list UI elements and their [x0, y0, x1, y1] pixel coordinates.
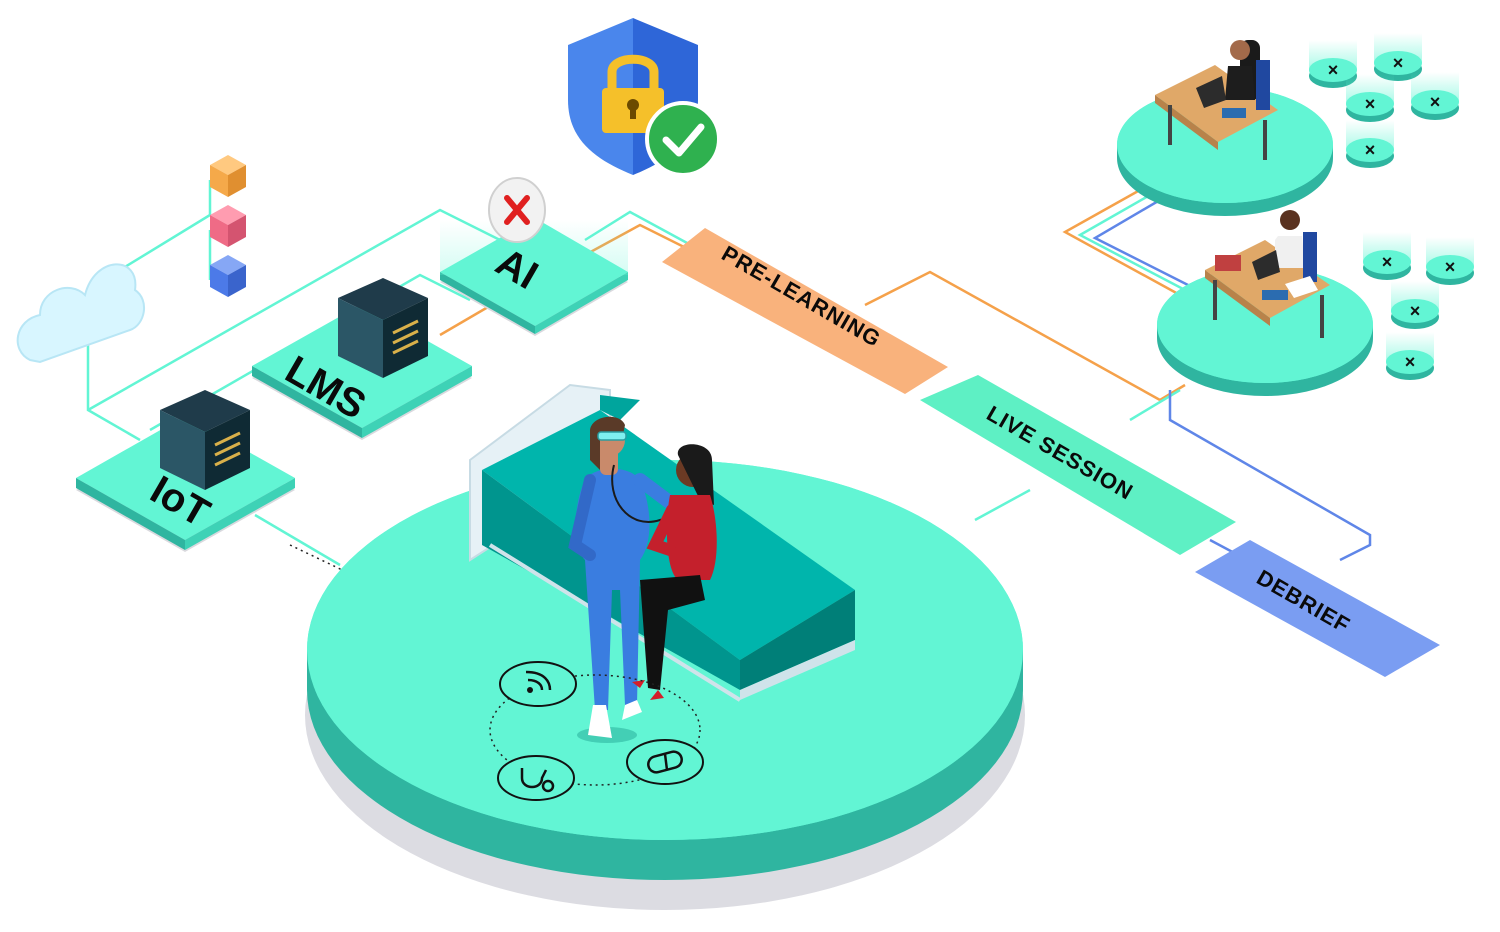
seat-marker-label: × — [1405, 352, 1416, 372]
live-session-label: LIVE SESSION — [983, 401, 1138, 505]
seat-markers: × × × × × × × × × — [1309, 33, 1474, 380]
seat-marker: × — [1374, 33, 1422, 81]
stage-pre-learning: PRE-LEARNING — [662, 228, 948, 394]
seat-marker-label: × — [1393, 53, 1404, 73]
stage-debrief: DEBRIEF — [1195, 540, 1440, 677]
seat-marker: × — [1346, 120, 1394, 168]
seat-marker: × — [1363, 232, 1411, 280]
seat-marker: × — [1426, 237, 1474, 285]
stage-live-session: LIVE SESSION — [920, 375, 1236, 555]
patient-figure — [632, 444, 717, 700]
seat-marker-label: × — [1365, 140, 1376, 160]
seat-marker-label: × — [1410, 301, 1421, 321]
nurse-figure — [568, 416, 692, 743]
server-icon — [160, 390, 250, 490]
seat-marker-label: × — [1382, 252, 1393, 272]
iot-platform: IoT — [76, 390, 295, 552]
seat-marker: × — [1309, 40, 1357, 88]
red-x-icon — [488, 177, 546, 243]
stethoscope-icon — [497, 755, 575, 801]
cloud-icon — [16, 263, 145, 364]
orange-cube-icon — [210, 155, 246, 197]
seat-marker-label: × — [1328, 60, 1339, 80]
data-cubes — [210, 155, 246, 297]
ai-platform: AI — [440, 218, 628, 336]
workstation-top — [1117, 40, 1333, 216]
orbit-ring — [489, 674, 701, 786]
seat-marker: × — [1346, 74, 1394, 122]
blue-cube-icon — [210, 255, 246, 297]
workstation-bottom — [1157, 210, 1373, 396]
server-icon — [338, 278, 428, 378]
pill-icon — [626, 739, 704, 785]
seat-marker-label: × — [1365, 94, 1376, 114]
seat-marker: × — [1411, 72, 1459, 120]
seat-marker-label: × — [1430, 92, 1441, 112]
lms-platform: LMS — [252, 278, 472, 440]
seat-marker: × — [1386, 332, 1434, 380]
seat-marker-label: × — [1445, 257, 1456, 277]
wifi-icon — [499, 661, 577, 707]
pink-cube-icon — [210, 205, 246, 247]
seat-marker: × — [1391, 281, 1439, 329]
checkmark-icon — [645, 101, 721, 177]
